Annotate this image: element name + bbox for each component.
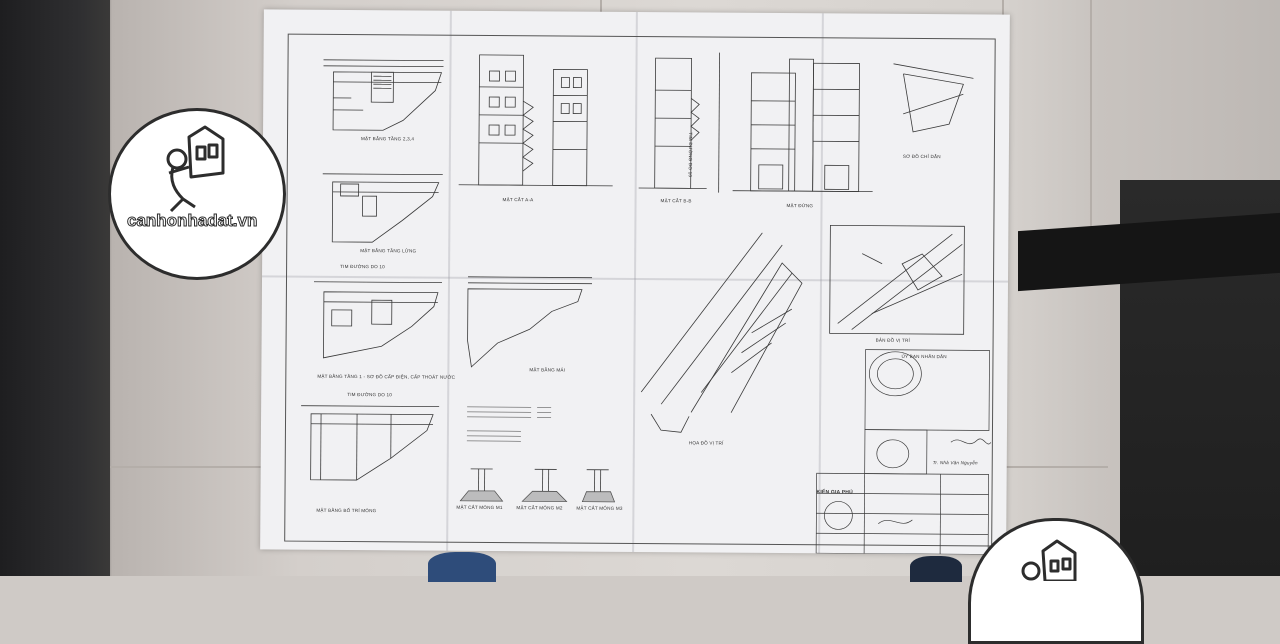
shoe-left	[428, 552, 496, 582]
label-elevation: MẶT ĐỨNG	[787, 203, 814, 208]
label-site-plan: SƠ ĐỒ CHỈ DẪN	[903, 154, 941, 159]
floor-plan-upper	[323, 60, 443, 131]
title-block-approval: ỦY BAN NHÂN DÂN	[901, 354, 946, 359]
label-roof-plan: MẶT BẰNG MÁI	[529, 367, 565, 372]
dark-furniture-left	[0, 0, 110, 576]
house-mascot-icon	[971, 521, 1141, 581]
photo-scene: MẶT BẰNG TẦNG 2,3,4 MẶT BẰNG TẦNG LỬNG T…	[0, 0, 1280, 576]
watermark-logo-secondary	[968, 518, 1144, 644]
label-road-axis-1: TIM ĐƯỜNG DO 10	[340, 264, 385, 269]
label-section-aa: MẶT CẮT A-A	[503, 197, 534, 202]
watermark-text: canhonhadat.vn	[127, 211, 257, 231]
title-block-signer: Tr. Nhà Văn Nguyễn	[933, 460, 978, 465]
label-plan-ground: MẶT BẰNG TẦNG 1 - SƠ ĐỒ CẤP ĐIỆN, CẤP TH…	[317, 374, 455, 380]
label-road-axis-2: TIM ĐƯỜNG DO 10	[347, 392, 392, 397]
house-mascot-icon	[111, 111, 283, 277]
shoe-right	[910, 556, 962, 582]
label-foundation-m3: MẶT CẮT MÓNG M3	[576, 506, 622, 511]
label-foundation-m1: MẶT CẮT MÓNG M1	[456, 505, 502, 510]
architectural-drawings	[260, 9, 1010, 554]
label-plan-mezzanine: MẶT BẰNG TẦNG LỬNG	[360, 248, 416, 253]
label-foundation-m2: MẶT CẮT MÓNG M2	[516, 505, 562, 510]
blueprint-sheet: MẶT BẰNG TẦNG 2,3,4 MẶT BẰNG TẦNG LỬNG T…	[260, 9, 1010, 554]
title-block-org: KIỂN GIA PHÚ	[817, 489, 853, 495]
label-plan-foundation: MẶT BẰNG BỐ TRÍ MÓNG	[316, 508, 376, 513]
label-location-plan: HỌA ĐỒ VỊ TRÍ	[689, 440, 724, 445]
label-road-axis-vertical: TIM ĐƯỜNG DO 10	[688, 132, 693, 177]
label-position-map: BẢN ĐỒ VỊ TRÍ	[876, 338, 910, 343]
label-section-bb: MẶT CẮT B-B	[661, 198, 692, 203]
label-plan-floor-234: MẶT BẰNG TẦNG 2,3,4	[361, 136, 414, 141]
watermark-logo: canhonhadat.vn	[108, 108, 286, 280]
tile-joint	[1090, 0, 1092, 240]
